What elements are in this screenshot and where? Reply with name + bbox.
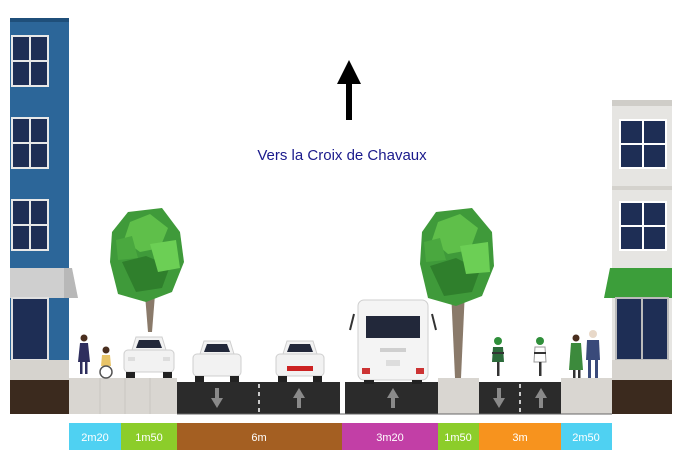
arrow-up-icon	[387, 388, 399, 408]
segment-planting-right	[438, 423, 479, 450]
segment-label: 2m50	[572, 432, 600, 444]
segment-label: 2m20	[81, 432, 109, 444]
direction-label: Vers la Croix de Chavaux	[257, 147, 427, 164]
tree-left	[110, 208, 184, 332]
segment-label: 3m	[512, 432, 527, 444]
segment-sidewalk-right	[561, 423, 612, 450]
pedestrian-icon	[569, 334, 583, 378]
pedestrian-icon	[78, 334, 90, 374]
car-icon	[123, 336, 175, 378]
arrow-down-icon	[211, 388, 223, 408]
planting-strip-right	[438, 378, 479, 414]
sidewalk-right	[561, 378, 612, 414]
cyclist-icon	[533, 337, 547, 376]
car-icon	[275, 340, 325, 382]
bus-icon	[349, 299, 437, 384]
segment-bus-lane	[342, 423, 438, 450]
segment-sidewalk-left	[69, 423, 121, 450]
cyclist-icon	[492, 337, 504, 376]
segment-bike-lanes	[479, 423, 561, 450]
pedestrian-icon	[586, 330, 600, 378]
arrow-up-icon	[337, 60, 361, 120]
segment-label: 3m20	[376, 432, 404, 444]
segment-car-lanes	[177, 423, 342, 450]
segment-label: 1m50	[444, 432, 472, 444]
car-icon	[192, 340, 242, 382]
sidewalk-left	[69, 378, 177, 414]
segment-label: 6m	[251, 432, 266, 444]
arrow-up-icon	[293, 388, 305, 408]
building-right	[604, 100, 672, 380]
building-left	[10, 18, 78, 380]
ground	[10, 378, 672, 415]
segment-planting-left	[121, 423, 177, 450]
arrow-up-icon	[535, 388, 547, 408]
arrow-down-icon	[493, 388, 505, 408]
tree-right	[420, 208, 494, 378]
awning	[604, 268, 672, 298]
dimension-bar: 2m20 1m50 6m 3m20 1m50 3m 2m50	[69, 423, 612, 450]
segment-label: 1m50	[135, 432, 163, 444]
wheelchair-user-icon	[99, 346, 113, 379]
